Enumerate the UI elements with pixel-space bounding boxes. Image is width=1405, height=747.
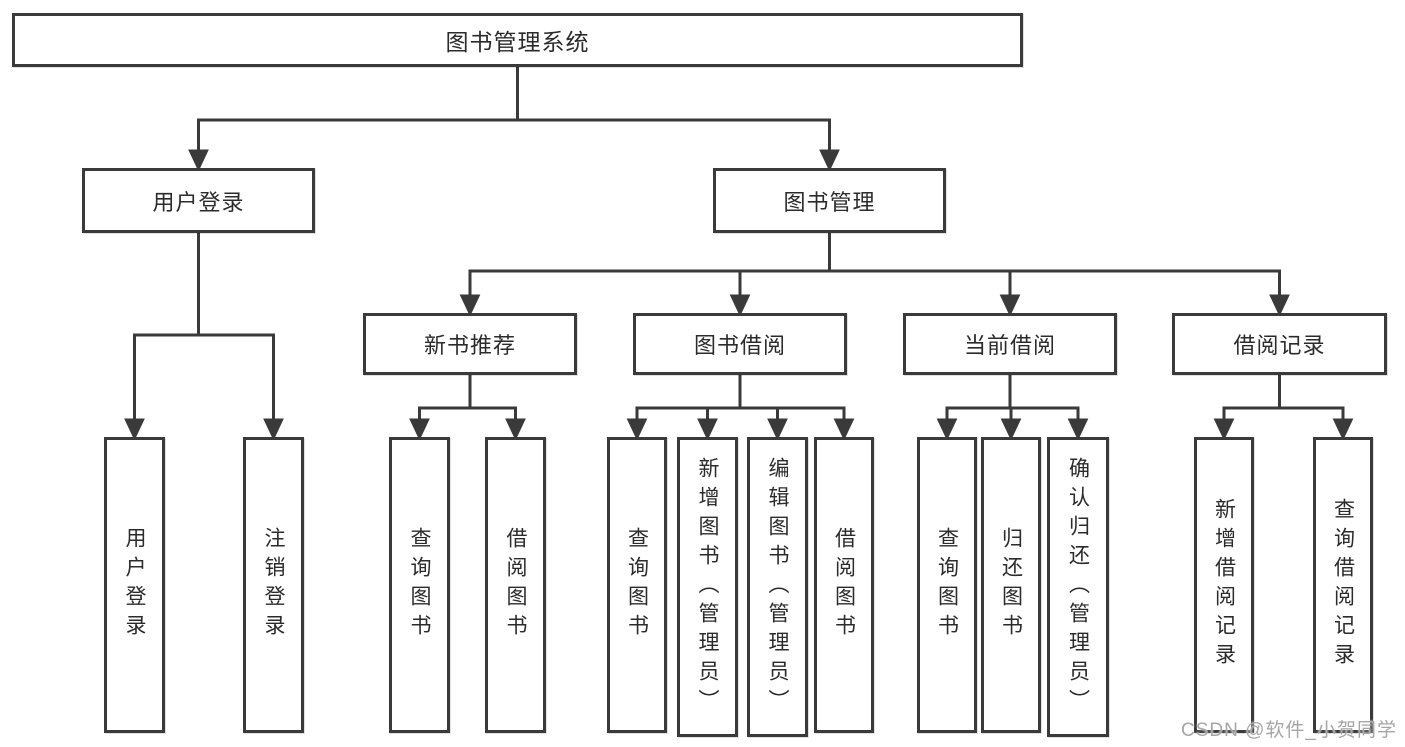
leaf-add-borrow-record: 新增借阅记录 (1194, 437, 1254, 733)
leaf-label: 编辑图书（管理员） (766, 456, 789, 718)
leaf-label: 归还图书 (999, 527, 1023, 643)
leaf-label: 查询图书 (625, 527, 649, 643)
leaf-label: 注销登录 (262, 527, 285, 643)
leaf-return-books: 归还图书 (981, 437, 1041, 733)
node-new-book-recommend: 新书推荐 (363, 313, 577, 375)
leaf-confirm-return-admin: 确认归还（管理员） (1047, 437, 1109, 737)
leaf-user-login: 用户登录 (104, 437, 165, 733)
leaf-borrow-books-recommend: 借阅图书 (485, 437, 546, 733)
leaf-add-books-admin: 新增图书（管理员） (677, 437, 738, 737)
node-library-management-system: 图书管理系统 (12, 13, 1023, 67)
leaf-label: 借阅图书 (832, 527, 856, 643)
leaf-label: 用户登录 (123, 527, 146, 643)
leaf-query-books-borrowing: 查询图书 (607, 437, 667, 733)
leaf-logout: 注销登录 (243, 437, 304, 733)
leaf-query-borrow-record: 查询借阅记录 (1313, 437, 1373, 733)
leaf-label: 查询借阅记录 (1331, 498, 1355, 672)
node-book-management-branch: 图书管理 (713, 168, 946, 233)
node-borrow-records: 借阅记录 (1172, 313, 1387, 375)
leaf-edit-books-admin: 编辑图书（管理员） (747, 437, 808, 737)
leaf-label: 查询图书 (408, 527, 431, 643)
leaf-query-books-current: 查询图书 (917, 437, 977, 733)
leaf-label: 查询图书 (935, 527, 959, 643)
csdn-watermark: CSDN @软件_小贺同学 (1181, 720, 1397, 741)
leaf-borrow-books: 借阅图书 (814, 437, 874, 733)
leaf-label: 借阅图书 (504, 527, 527, 643)
node-user-login-branch: 用户登录 (82, 168, 315, 233)
node-book-borrowing: 图书借阅 (633, 313, 847, 375)
leaf-label: 确认归还（管理员） (1066, 456, 1090, 718)
leaf-label: 新增图书（管理员） (696, 456, 719, 718)
leaf-query-books-recommend: 查询图书 (389, 437, 450, 733)
leaf-label: 新增借阅记录 (1212, 498, 1236, 672)
node-current-borrowing: 当前借阅 (903, 313, 1117, 375)
